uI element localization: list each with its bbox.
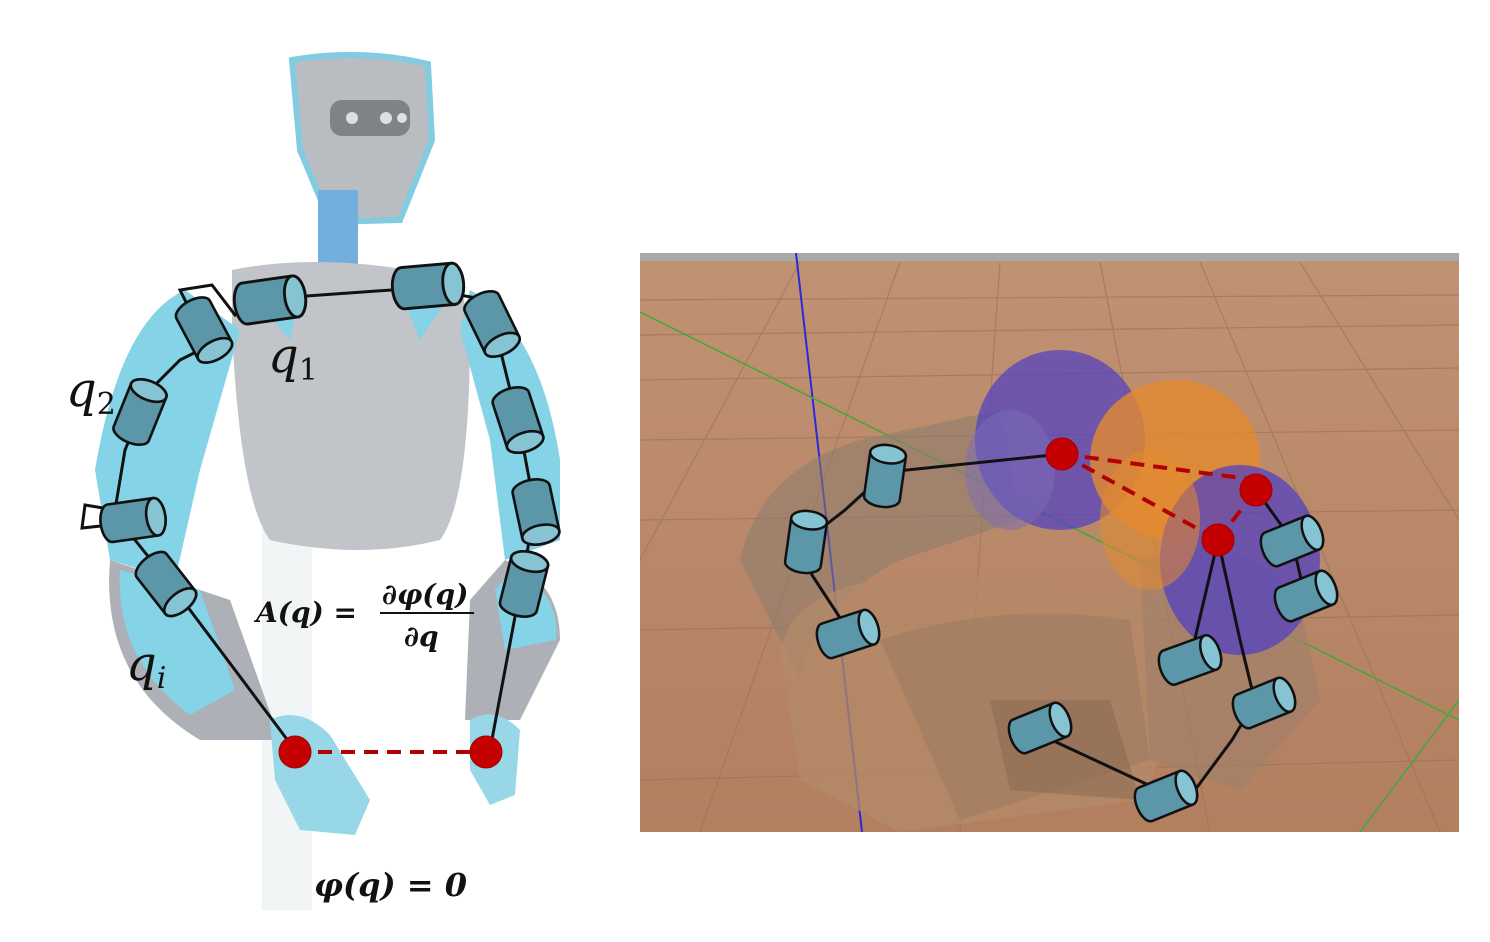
- contact-point-left-hand: [469, 735, 503, 769]
- humanoid-robot-illustration: [40, 40, 600, 920]
- contact-point-right-hand: [278, 735, 312, 769]
- constraint-equation: φ(q) = 0: [314, 866, 467, 904]
- robot-head: [288, 51, 436, 226]
- jacobian-equation: A(q) = ∂φ(q) ∂q: [253, 578, 474, 653]
- viewport-top-bar: [640, 253, 1459, 261]
- constraint-line: [1061, 452, 1257, 482]
- jacobian-denominator: ∂q: [404, 620, 439, 653]
- joint-cylinder: [96, 495, 170, 545]
- robot-torso: [232, 262, 470, 550]
- joint-label-q1: q1: [268, 328, 318, 388]
- joint-cylinder: [230, 273, 310, 327]
- simulation-viewport: [640, 253, 1459, 832]
- contact-point: [1201, 523, 1235, 557]
- contact-constraints-right: [1045, 437, 1273, 557]
- robot-neck: [318, 190, 358, 270]
- jacobian-numerator: ∂φ(q): [382, 578, 468, 611]
- constraint-line: [1061, 452, 1219, 542]
- robot-face-sensor: [330, 100, 410, 136]
- jacobian-lhs: A(q) =: [253, 596, 357, 629]
- joint-label-qi: qi: [126, 636, 166, 696]
- joint-cylinder: [861, 441, 909, 511]
- joint-cylinder: [389, 260, 467, 312]
- joint-label-q2: q2: [66, 362, 116, 422]
- contact-point: [1239, 473, 1273, 507]
- joint-cylinder: [782, 507, 830, 577]
- contact-point: [1045, 437, 1079, 471]
